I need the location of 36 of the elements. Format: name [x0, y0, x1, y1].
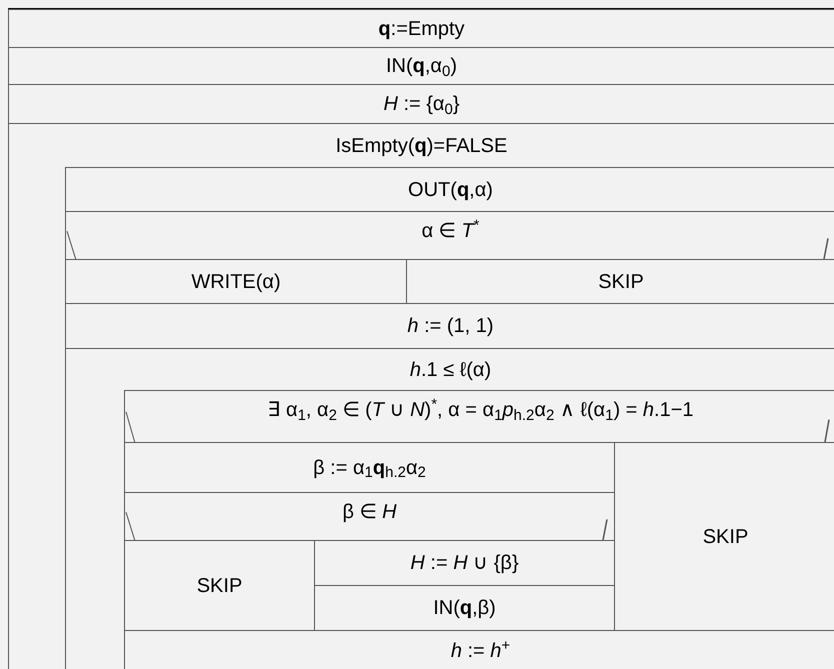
block-text: h := h$^{+}$ [450, 641, 510, 661]
block-text: WRITE(α) [191, 272, 281, 292]
block-text: SKIP [598, 272, 644, 292]
process-block [124, 630, 834, 669]
process-block [65, 303, 834, 348]
block-text: ∃ α$_{1}$, α$_{2}$ ∈ (T ∪ N)$^{*}$, α = α$_{1}$p$_{h.2}$α$_{2}$ ∧ ℓ(α$_{1}$) = h.1−1 [267, 400, 694, 420]
process-block [65, 167, 834, 211]
process-block [65, 259, 406, 303]
decision-block [124, 390, 834, 442]
process-block [314, 585, 614, 630]
decision-block [124, 492, 614, 540]
block-text: H := H ∪ {β} [410, 553, 519, 573]
process-block [124, 442, 614, 492]
process-block [314, 540, 614, 585]
block-text: SKIP [196, 576, 242, 596]
block-text: IsEmpty(q)=FALSE [336, 136, 508, 156]
process-block [8, 9, 834, 47]
block-text: h.1 ≤ ℓ(α) [410, 360, 492, 380]
block-text: IN(q,α$_{0}$) [386, 56, 458, 76]
decision-block [65, 211, 834, 259]
process-block [124, 540, 314, 630]
block-text: q:=Empty [378, 18, 465, 38]
process-block [8, 84, 834, 123]
process-block [614, 442, 834, 630]
block-text: β ∈ H [342, 502, 397, 522]
block-text: β := α$_{1}$q$_{h.2}$α$_{2}$ [313, 458, 426, 478]
block-text: IN(q,β) [433, 598, 496, 618]
loop-block [8, 123, 834, 669]
process-block [406, 259, 834, 303]
block-text: h := (1, 1) [407, 316, 494, 336]
process-block [8, 47, 834, 84]
block-text: α ∈ T$^{*}$ [422, 221, 480, 241]
loop-block [65, 348, 834, 669]
block-text: H := {α$_{0}$} [383, 94, 460, 114]
block-text: SKIP [702, 526, 748, 546]
block-text: OUT(q,α) [408, 180, 493, 200]
